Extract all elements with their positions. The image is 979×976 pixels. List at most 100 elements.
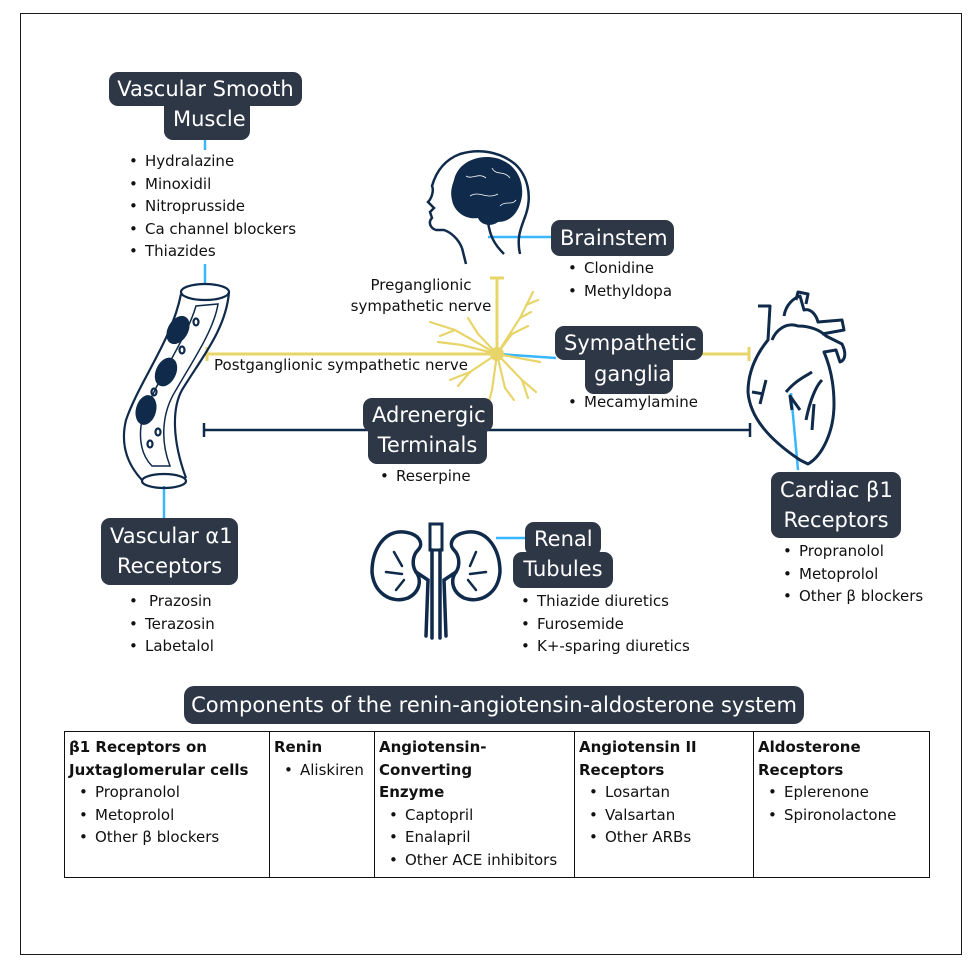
drug-item: Labetalol	[127, 635, 215, 658]
drug-item: Nitroprusside	[127, 195, 296, 218]
vascular-smooth-muscle-pill-lower: Muscle	[164, 102, 250, 140]
drug-item: Prazosin	[127, 590, 215, 613]
drug-item: Terazosin	[127, 613, 215, 636]
drug-item: Methyldopa	[566, 280, 672, 303]
drug-item: K+-sparing diuretics	[519, 635, 690, 658]
drug-item: Enalapril	[379, 826, 570, 849]
adrenergic-terminals-pill-lower: Terminals	[368, 430, 487, 464]
drug-item: Metoprolol	[781, 563, 923, 586]
blood-vessel-icon	[122, 282, 231, 490]
vascular-alpha1-pill: Vascular α1 Receptors	[101, 518, 238, 585]
raas-head-line2: Juxtaglomerular cells	[69, 760, 249, 779]
cardiac-title-line1: Cardiac β1	[780, 478, 893, 502]
raas-cell-aldosterone: Aldosterone Receptors Eplerenone Spirono…	[753, 731, 930, 878]
raas-title: Components of the renin-angiotensin-aldo…	[184, 686, 804, 724]
drug-item: Captopril	[379, 804, 570, 827]
cardiac-title-line2: Receptors	[783, 508, 889, 532]
cardiac-drug-list: Propranolol Metoprolol Other β blockers	[781, 540, 923, 608]
vascular-smooth-muscle-pill: Vascular Smooth	[109, 72, 302, 106]
ganglia-drug-list: Mecamylamine	[566, 391, 698, 414]
raas-drug-list: Losartan Valsartan Other ARBs	[579, 781, 749, 849]
vsm-drug-list: Hydralazine Minoxidil Nitroprusside Ca c…	[127, 150, 296, 263]
raas-head-line2: Receptors	[758, 760, 844, 779]
drug-item: Eplerenone	[758, 781, 925, 804]
drug-item: Other ARBs	[579, 826, 749, 849]
renal-title-line1: Renal	[534, 527, 593, 551]
renal-tubules-pill: Renal	[525, 522, 601, 556]
drug-item: Spironolactone	[758, 804, 925, 827]
brainstem-pill: Brainstem	[551, 220, 674, 256]
renal-title-line2: Tubules	[523, 557, 603, 581]
drug-item: Valsartan	[579, 804, 749, 827]
drug-item: Aliskiren	[274, 759, 370, 782]
raas-table-row: β1 Receptors on Juxtaglomerular cells Pr…	[64, 731, 930, 878]
drug-item: Other β blockers	[781, 585, 923, 608]
postganglionic-label: Postganglionic sympathetic nerve	[214, 355, 468, 376]
renal-tubules-pill-lower: Tubules	[513, 552, 613, 588]
preganglionic-label-line1: Preganglionic	[370, 276, 472, 294]
connector-neuron-ganglia	[496, 352, 557, 360]
raas-cell-head: Angiotensin II Receptors	[579, 736, 749, 781]
alpha1-drug-list: Prazosin Terazosin Labetalol	[127, 590, 215, 658]
raas-head-line1: Angiotensin II	[579, 738, 697, 756]
drug-item: Mecamylamine	[566, 391, 698, 414]
alpha1-title-line2: Receptors	[116, 554, 223, 578]
ganglia-title-line2: ganglia	[594, 362, 672, 386]
raas-drug-list: Eplerenone Spironolactone	[758, 781, 925, 826]
sympathetic-ganglia-pill-lower: ganglia	[585, 358, 673, 394]
sympathetic-ganglia-pill: Sympathetic	[555, 326, 703, 360]
cardiac-beta1-pill: Cardiac β1 Receptors	[771, 472, 901, 538]
raas-cell-head: Renin	[274, 736, 370, 759]
raas-head-line1: Angiotensin-Converting	[379, 738, 487, 779]
drug-item: Propranolol	[69, 781, 265, 804]
adrenergic-drug-list: Reserpine	[378, 465, 471, 488]
brainstem-title: Brainstem	[560, 226, 668, 250]
drug-item: Other ACE inhibitors	[379, 849, 570, 872]
raas-head-line2: Enzyme	[379, 783, 445, 801]
raas-head-line1: β1 Receptors on	[69, 738, 207, 756]
preganglionic-label-line2: sympathetic nerve	[350, 297, 492, 315]
brainstem-drug-list: Clonidine Methyldopa	[566, 257, 672, 302]
raas-cell-head: Aldosterone Receptors	[758, 736, 925, 781]
alpha1-title-line1: Vascular α1	[110, 524, 233, 548]
vsm-title-line1: Vascular Smooth	[117, 77, 294, 101]
ganglia-title-line1: Sympathetic	[564, 331, 697, 355]
drug-item: Metoprolol	[69, 804, 265, 827]
raas-head-line1: Aldosterone	[758, 738, 861, 756]
drug-item: Propranolol	[781, 540, 923, 563]
raas-drug-list: Captopril Enalapril Other ACE inhibitors	[379, 804, 570, 872]
postganglionic-label-text: Postganglionic sympathetic nerve	[214, 356, 469, 374]
drug-item: Hydralazine	[127, 150, 296, 173]
drug-item: Minoxidil	[127, 173, 296, 196]
preganglionic-label: Preganglionic sympathetic nerve	[346, 275, 496, 317]
raas-cell-beta1-jg: β1 Receptors on Juxtaglomerular cells Pr…	[64, 731, 270, 878]
raas-cell-at2: Angiotensin II Receptors Losartan Valsar…	[574, 731, 754, 878]
head-brain-icon	[426, 150, 530, 265]
vsm-title-line2: Muscle	[173, 107, 246, 131]
raas-cell-ace: Angiotensin-Converting Enzyme Captopril …	[374, 731, 575, 878]
drug-item: Thiazides	[127, 240, 296, 263]
adrenergic-title-line2: Terminals	[377, 433, 478, 457]
raas-drug-list: Propranolol Metoprolol Other β blockers	[69, 781, 265, 849]
raas-head-line2: Receptors	[579, 760, 665, 779]
drug-item: Other β blockers	[69, 826, 265, 849]
drug-item: Ca channel blockers	[127, 218, 296, 241]
kidneys-icon	[370, 522, 502, 640]
raas-cell-head: β1 Receptors on Juxtaglomerular cells	[69, 736, 265, 781]
raas-head-line1: Renin	[274, 738, 323, 756]
drug-item: Furosemide	[519, 613, 690, 636]
adrenergic-terminals-pill: Adrenergic	[363, 398, 493, 432]
drug-item: Clonidine	[566, 257, 672, 280]
raas-cell-head: Angiotensin-Converting Enzyme	[379, 736, 570, 804]
raas-cell-renin: Renin Aliskiren	[269, 731, 375, 878]
raas-title-text: Components of the renin-angiotensin-aldo…	[191, 693, 797, 717]
drug-item: Reserpine	[378, 465, 471, 488]
preganglionic-nerve	[490, 276, 504, 354]
raas-drug-list: Aliskiren	[274, 759, 370, 782]
heart-icon	[746, 290, 847, 466]
raas-table: β1 Receptors on Juxtaglomerular cells Pr…	[64, 731, 930, 878]
drug-item: Losartan	[579, 781, 749, 804]
adrenergic-title-line1: Adrenergic	[372, 403, 486, 427]
drug-item: Thiazide diuretics	[519, 590, 690, 613]
